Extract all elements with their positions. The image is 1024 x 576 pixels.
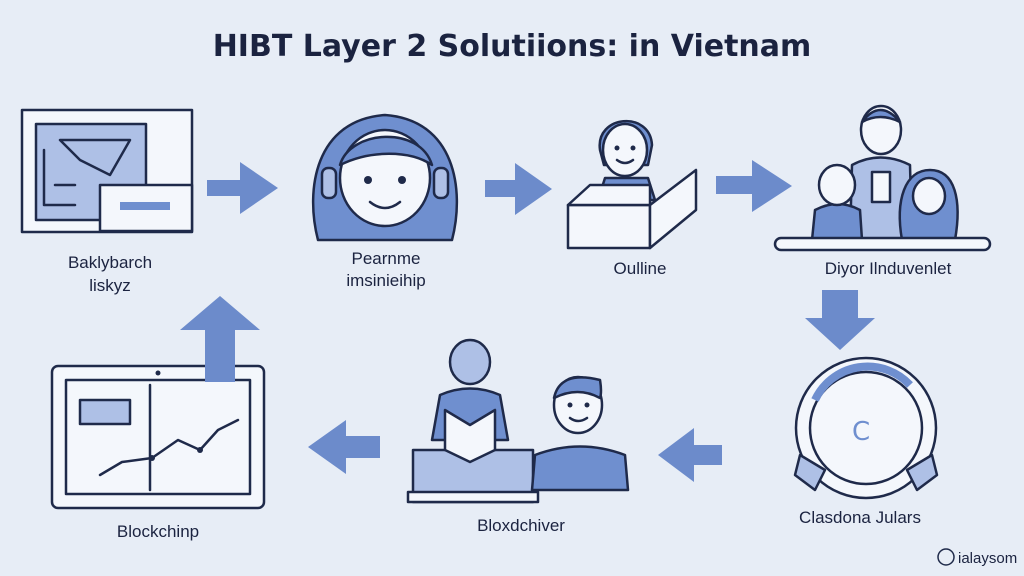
node-label: Bloxdchiver <box>477 516 565 535</box>
arrow-up-icon <box>180 296 260 382</box>
node-label: imsinieihip <box>346 271 425 290</box>
watermark-logo-icon <box>937 548 955 566</box>
node-label: Pearnme <box>352 249 421 268</box>
robot-person-icon <box>406 338 630 504</box>
node-label: liskyz <box>89 276 131 295</box>
arrow-left-icon <box>308 420 380 474</box>
node-label: Diyor Ilnduvenlet <box>825 259 952 278</box>
node-label: Oulline <box>614 259 667 278</box>
window-illustration-icon <box>20 108 194 234</box>
node-label: Baklybarch <box>68 253 152 272</box>
arrow-right-icon <box>207 162 278 214</box>
person-box-icon <box>566 120 698 250</box>
watermark: ialaysom <box>937 548 1017 567</box>
node-label: Clasdona Julars <box>799 508 921 527</box>
circular-gauge-icon: C <box>793 356 939 500</box>
page-title: HIBT Layer 2 Solutiions: in Vietnam <box>213 29 812 64</box>
family-icon <box>773 104 992 252</box>
woman-headphones-icon <box>311 113 459 242</box>
laptop-chart-icon <box>50 364 266 510</box>
node-label: Blockchinp <box>117 522 199 541</box>
arrow-right-icon <box>485 163 552 215</box>
watermark-text: ialaysom <box>958 550 1017 567</box>
arrow-right-icon <box>716 160 792 212</box>
arrow-down-icon <box>805 290 875 350</box>
svg-text:C: C <box>852 417 870 447</box>
arrow-left-icon <box>658 428 722 482</box>
